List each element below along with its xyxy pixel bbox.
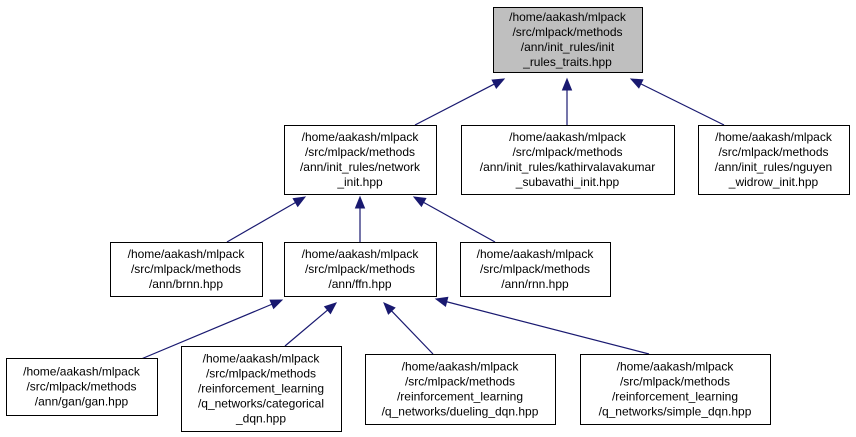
- node-simple-dqn[interactable]: /home/aakash/mlpack/src/mlpack/methods/r…: [580, 354, 771, 425]
- node-init-rules-traits[interactable]: /home/aakash/mlpack/src/mlpack/methods/a…: [493, 7, 643, 73]
- node-label-line: /ann/gan/gan.hpp: [35, 395, 129, 409]
- node-label-line: /home/aakash/mlpack: [509, 130, 627, 144]
- node-box: [698, 125, 850, 195]
- arrowhead-icon: [383, 302, 396, 315]
- node-network-init[interactable]: /home/aakash/mlpack/src/mlpack/methods/a…: [284, 125, 437, 195]
- node-box: [365, 354, 556, 425]
- arrowhead-icon: [354, 195, 366, 209]
- node-label-line: /reinforcement_learning: [612, 390, 738, 404]
- edge-line: [226, 201, 296, 243]
- edge-simple_dqn-to-ffn: [434, 296, 650, 355]
- node-box: [460, 242, 611, 297]
- node-label-line: _dqn.hpp: [235, 412, 286, 426]
- node-label-line: /src/mlpack/methods: [512, 25, 622, 39]
- edge-line: [284, 309, 328, 347]
- node-label-line: /home/aakash/mlpack: [509, 10, 627, 24]
- node-label-line: /home/aakash/mlpack: [203, 352, 321, 366]
- node-box: [284, 242, 437, 297]
- node-label-line: /ann/ffn.hpp: [328, 277, 391, 291]
- node-categorical-dqn[interactable]: /home/aakash/mlpack/src/mlpack/methods/r…: [181, 346, 342, 432]
- edge-dueling_dqn-to-ffn: [383, 302, 434, 355]
- node-label-line: /src/mlpack/methods: [718, 145, 828, 159]
- nodes-layer: /home/aakash/mlpack/src/mlpack/methods/a…: [6, 7, 850, 432]
- edge-line: [446, 301, 650, 355]
- node-label-line: /ann/init_rules/nguyen: [715, 160, 832, 174]
- node-label-line: /ann/init_rules/network: [300, 160, 421, 174]
- node-label-line: /ann/init_rules/init: [521, 40, 615, 54]
- node-kathirvalavakumar-subavathi-init[interactable]: /home/aakash/mlpack/src/mlpack/methods/a…: [461, 125, 675, 195]
- node-nguyen-widrow-init[interactable]: /home/aakash/mlpack/src/mlpack/methods/a…: [698, 125, 850, 195]
- node-box: [580, 354, 771, 425]
- node-label-line: _init.hpp: [336, 175, 383, 189]
- arrowhead-icon: [323, 302, 338, 315]
- arrowhead-icon: [292, 196, 307, 208]
- node-label-line: /q_networks/categorical: [198, 397, 324, 411]
- node-brnn[interactable]: /home/aakash/mlpack/src/mlpack/methods/a…: [110, 242, 263, 297]
- node-dueling-dqn[interactable]: /home/aakash/mlpack/src/mlpack/methods/r…: [365, 354, 556, 425]
- node-label-line: /ann/brnn.hpp: [149, 277, 223, 291]
- node-ffn[interactable]: /home/aakash/mlpack/src/mlpack/methods/a…: [284, 242, 437, 297]
- arrowhead-icon: [412, 196, 427, 208]
- edge-ffn-to-network_init: [354, 195, 366, 242]
- node-label-line: /src/mlpack/methods: [26, 380, 136, 394]
- node-label-line: /home/aakash/mlpack: [715, 130, 833, 144]
- edge-line: [640, 83, 725, 126]
- node-label-line: /home/aakash/mlpack: [617, 360, 735, 374]
- node-label-line: /ann/rnn.hpp: [501, 277, 569, 291]
- node-box: [110, 242, 263, 297]
- node-label-line: /src/mlpack/methods: [131, 262, 241, 276]
- node-box: [6, 358, 158, 416]
- node-label-line: /src/mlpack/methods: [512, 145, 622, 159]
- edge-line: [133, 303, 273, 363]
- arrowhead-icon: [629, 78, 644, 89]
- node-label-line: /home/aakash/mlpack: [23, 365, 141, 379]
- node-label-line: /src/mlpack/methods: [480, 262, 590, 276]
- edge-gan-to-ffn: [133, 299, 284, 363]
- node-label-line: /reinforcement_learning: [198, 382, 324, 396]
- edge-line: [391, 310, 434, 355]
- arrowhead-icon: [269, 299, 284, 310]
- edges-layer: [133, 77, 725, 363]
- edge-network_init-to-init_rules_traits: [414, 78, 506, 126]
- node-label-line: /home/aakash/mlpack: [128, 247, 246, 261]
- node-label-line: /home/aakash/mlpack: [477, 247, 595, 261]
- node-rnn[interactable]: /home/aakash/mlpack/src/mlpack/methods/a…: [460, 242, 611, 297]
- node-box: [493, 7, 643, 73]
- edge-brnn-to-network_init: [226, 196, 307, 243]
- edge-kathirvalavakumar_subavathi_init-to-init_rules_traits: [561, 77, 573, 125]
- node-box: [461, 125, 675, 195]
- node-label-line: /src/mlpack/methods: [305, 262, 415, 276]
- edge-line: [423, 201, 496, 243]
- node-label-line: _subavathi_init.hpp: [515, 175, 620, 189]
- node-label-line: /home/aakash/mlpack: [402, 360, 520, 374]
- node-label-line: /src/mlpack/methods: [206, 367, 316, 381]
- node-label-line: /home/aakash/mlpack: [302, 247, 420, 261]
- arrowhead-icon: [491, 78, 506, 89]
- node-box: [181, 346, 342, 432]
- edge-categorical_dqn-to-ffn: [284, 302, 338, 347]
- edge-line: [414, 83, 495, 126]
- node-label-line: /q_networks/dueling_dqn.hpp: [382, 405, 539, 419]
- node-label-line: /src/mlpack/methods: [620, 375, 730, 389]
- node-label-line: /home/aakash/mlpack: [302, 130, 420, 144]
- node-label-line: _widrow_init.hpp: [728, 175, 819, 189]
- node-label-line: /src/mlpack/methods: [405, 375, 515, 389]
- node-label-line: /reinforcement_learning: [397, 390, 523, 404]
- node-label-line: /q_networks/simple_dqn.hpp: [599, 405, 752, 419]
- arrowhead-icon: [434, 296, 449, 307]
- node-gan[interactable]: /home/aakash/mlpack/src/mlpack/methods/a…: [6, 358, 158, 416]
- arrowhead-icon: [561, 77, 573, 91]
- node-label-line: /ann/init_rules/kathirvalavakumar: [480, 160, 655, 174]
- node-label-line: /src/mlpack/methods: [305, 145, 415, 159]
- edge-nguyen_widrow_init-to-init_rules_traits: [629, 78, 725, 126]
- node-label-line: _rules_traits.hpp: [522, 55, 612, 69]
- node-box: [284, 125, 437, 195]
- edge-rnn-to-network_init: [412, 196, 496, 243]
